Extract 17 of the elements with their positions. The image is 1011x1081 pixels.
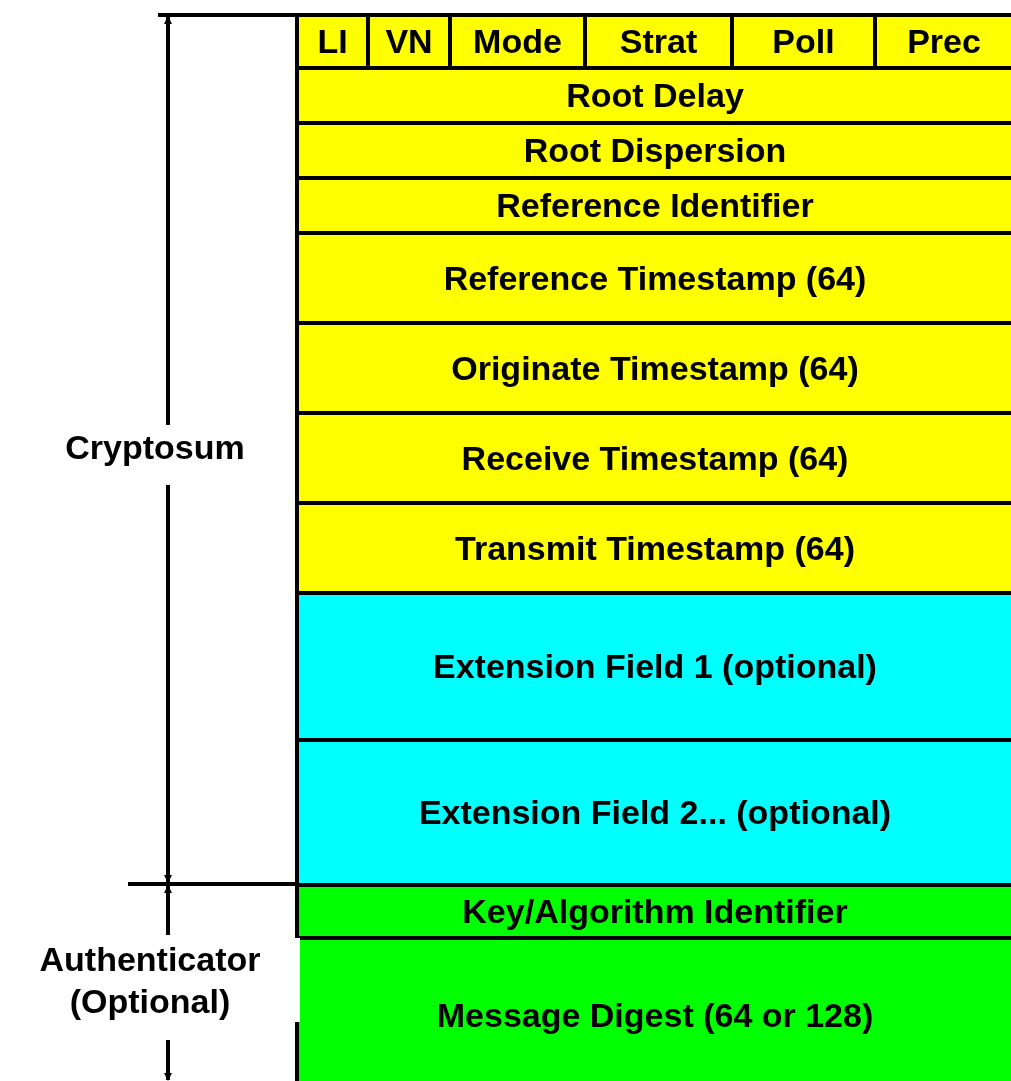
field-name: VN	[385, 22, 433, 61]
field-name: Extension Field 2... (optional)	[418, 793, 892, 832]
field-name: Poll	[772, 22, 835, 61]
field-name: Strat	[619, 22, 698, 61]
field-name: Mode	[473, 22, 562, 61]
field-name: Root Delay	[566, 76, 744, 115]
field-name: Reference Timestamp (64)	[443, 258, 867, 298]
field-name: Receive Timestamp (64)	[461, 438, 849, 478]
field-name: Key/Algorithm Identifier	[462, 892, 848, 931]
field-name: Message Digest (64 or 128)	[436, 996, 874, 1035]
field-name: Root Dispersion	[523, 131, 787, 170]
field-name: Reference Identifier	[496, 186, 814, 225]
field-name: Extension Field 1 (optional)	[433, 647, 877, 686]
field-name: Transmit Timestamp (64)	[455, 528, 855, 568]
field-name: LI	[317, 22, 348, 61]
field-name: Originate Timestamp (64)	[451, 348, 859, 388]
field-name: Prec	[907, 22, 981, 61]
